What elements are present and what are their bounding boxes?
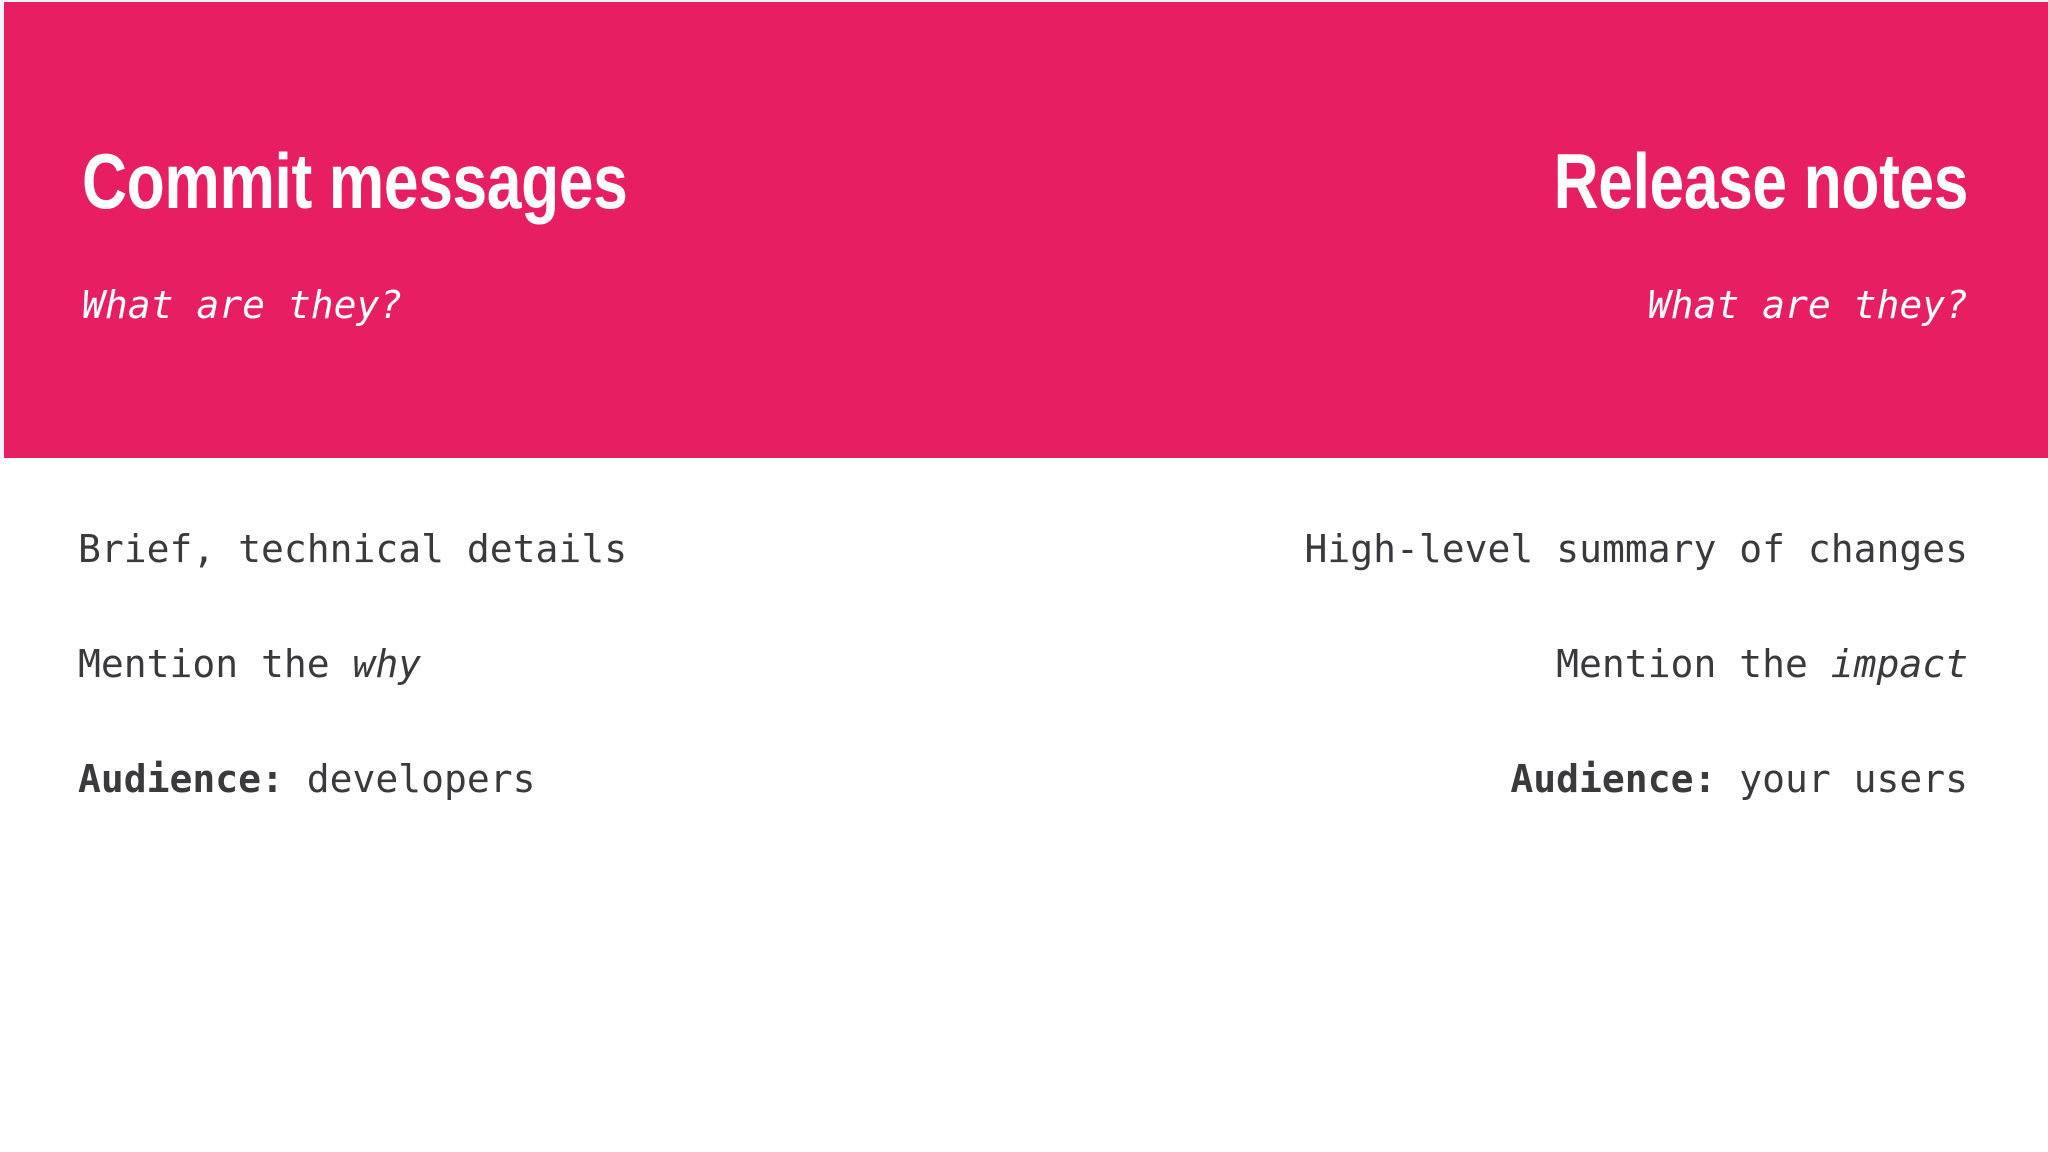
header-band: Commit messages What are they? Release n…	[0, 0, 2048, 458]
commit-messages-line-3: Audience: developers	[78, 760, 536, 798]
release-notes-subtitle: What are they?	[1647, 283, 1968, 327]
release-notes-line-3: Audience: your users	[1510, 760, 1968, 798]
line-emphasis: why	[352, 642, 422, 686]
line-suffix: developers	[283, 757, 536, 801]
header-columns: Commit messages What are they? Release n…	[4, 2, 2048, 458]
header-column-commit-messages: Commit messages What are they?	[82, 2, 950, 324]
line-suffix: your users	[1716, 757, 1968, 801]
commit-messages-line-2: Mention the why	[78, 645, 421, 683]
line-bold-prefix: Audience:	[78, 757, 284, 801]
release-notes-title: Release notes	[1553, 137, 1969, 225]
line-emphasis: impact	[1830, 642, 1968, 686]
commit-messages-line-1: Brief, technical details	[78, 530, 627, 568]
line-prefix: Brief, technical details	[78, 527, 628, 571]
body-area: Brief, technical details Mention the why…	[0, 458, 2048, 1152]
line-bold-prefix: Audience:	[1510, 757, 1717, 801]
line-prefix: Mention the	[1556, 642, 1831, 686]
commit-messages-title: Commit messages	[82, 137, 628, 225]
header-column-release-notes: Release notes What are they?	[1100, 2, 1969, 327]
line-prefix: Mention the	[78, 642, 353, 686]
release-notes-line-2: Mention the impact	[1556, 645, 1968, 683]
line-prefix: High-level summary of changes	[1304, 527, 1968, 571]
body-column-release-notes: High-level summary of changes Mention th…	[1099, 530, 1968, 798]
body-column-commit-messages: Brief, technical details Mention the why…	[78, 530, 947, 798]
release-notes-line-1: High-level summary of changes	[1305, 530, 1968, 568]
commit-messages-subtitle: What are they?	[82, 283, 403, 327]
